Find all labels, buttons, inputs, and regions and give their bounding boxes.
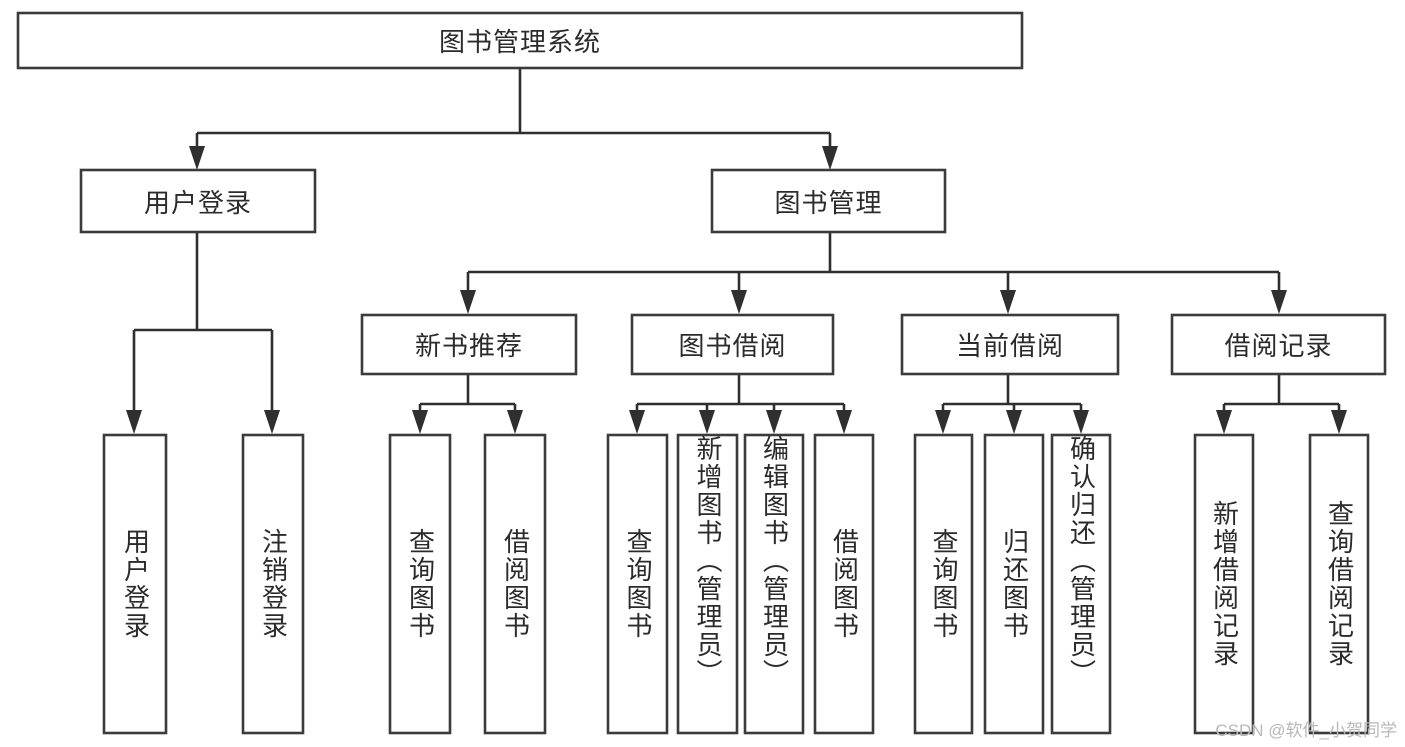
arrow-head-leaf-query-book-1 [412,410,428,434]
node-box-leaf-logout-login[interactable] [241,433,305,735]
connector-group-bookmgmt [460,232,1287,314]
node-box-leaf-add-record[interactable] [1193,433,1255,735]
arrow-head-book-borrow [731,290,747,314]
connector-group-root [189,68,838,170]
node-box-leaf-return-book[interactable] [983,433,1045,735]
arrow-head-leaf-return-book [1006,410,1022,434]
csdn-watermark: CSDN @软件_小贺同学 [1215,721,1397,740]
arrow-head-bookmgmt [822,146,838,170]
node-box-book-borrow[interactable] [630,313,835,376]
connector-group-borrowrecord [1216,374,1347,434]
arrow-head-leaf-confirm-return [1073,410,1089,434]
node-box-user-login[interactable] [79,168,317,234]
node-box-leaf-query-record[interactable] [1308,433,1370,735]
node-box-leaf-borrow-book-1[interactable] [483,433,547,735]
arrow-head-leaf-edit-book [766,410,782,434]
node-box-new-book-recommend[interactable] [360,313,578,376]
node-box-leaf-query-book-3[interactable] [913,433,974,735]
connector-group-bookborrow [629,374,852,434]
node-box-leaf-confirm-return[interactable] [1050,433,1112,735]
arrow-head-new-book-recommend [460,290,476,314]
node-box-leaf-query-book-2[interactable] [606,433,669,735]
arrow-head-leaf-user-login [126,410,142,434]
connector-group-newbook [412,374,523,434]
arrow-head-leaf-add-record [1216,410,1232,434]
node-box-leaf-edit-book[interactable] [743,433,805,735]
node-box-root[interactable] [16,11,1024,70]
node-box-book-management[interactable] [710,168,947,234]
connector-group-currentborrow [935,374,1089,434]
arrow-head-leaf-logout-login [264,410,280,434]
arrow-head-userlogin [189,146,205,170]
arrow-head-leaf-borrow-book-1 [507,410,523,434]
arrow-head-leaf-borrow-book-2 [836,410,852,434]
arrow-head-leaf-add-book [699,410,715,434]
arrow-head-leaf-query-book-2 [629,410,645,434]
connector-group-userlogin [126,232,280,434]
arrow-head-leaf-query-book-3 [935,410,951,434]
arrow-head-current-borrow [1000,290,1016,314]
node-box-leaf-borrow-book-2[interactable] [813,433,875,735]
node-box-leaf-add-book[interactable] [676,433,739,735]
node-box-borrow-record[interactable] [1170,313,1387,376]
arrow-head-borrow-record [1271,290,1287,314]
node-box-leaf-user-login[interactable] [102,433,168,735]
node-box-current-borrow[interactable] [900,313,1120,376]
node-box-leaf-query-book-1[interactable] [388,433,452,735]
arrow-head-leaf-query-record [1331,410,1347,434]
